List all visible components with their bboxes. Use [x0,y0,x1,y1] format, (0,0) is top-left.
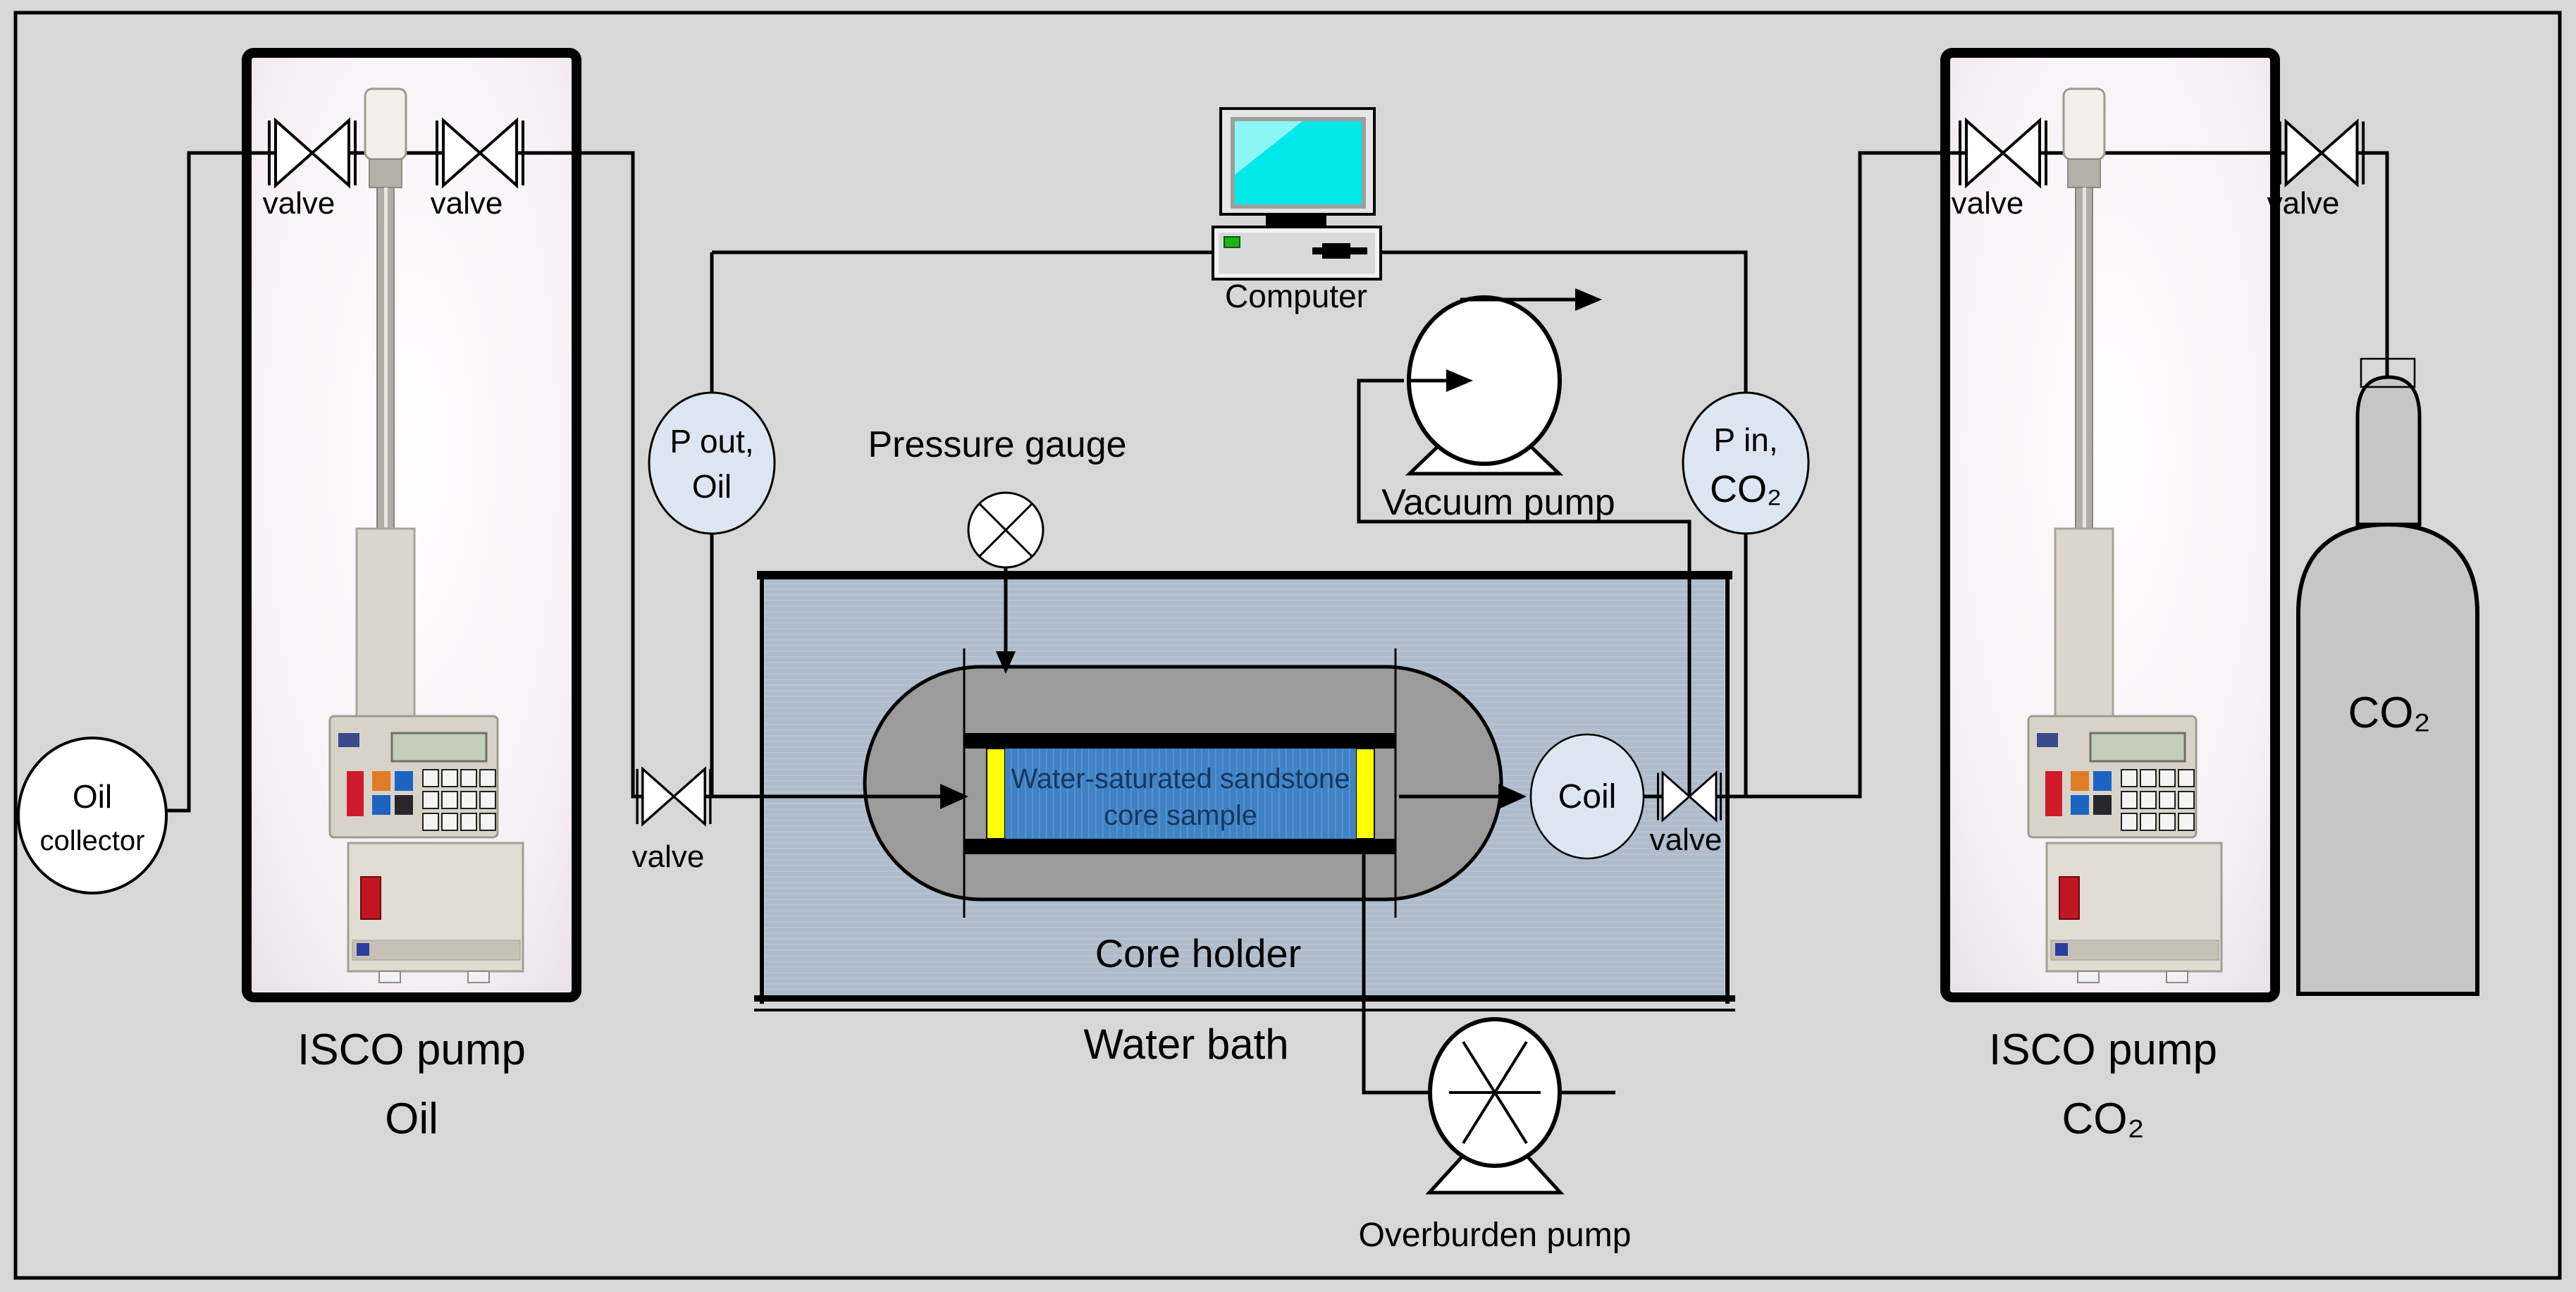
water-bath-top-edge [757,571,1732,579]
water-bath-left-edge [760,571,764,1004]
water-bath-bottom-edge [754,995,1735,1002]
screen-glare [1235,121,1302,175]
p-out-label-2: Oil [692,468,732,505]
pipe-computer-line [712,250,1748,395]
p-in-label-2: CO₂ [1710,468,1782,510]
isco-pump-oil-label-2: Oil [385,1095,438,1143]
isco-pump-co2-label-2: CO₂ [2062,1095,2144,1143]
pipe-vacuum-line [1357,379,1691,796]
p-in-co2-gauge [1682,391,1810,535]
coil-indicator [1529,733,1645,860]
valve-label: valve [632,839,705,874]
instruments: Oil collector Pressure gauge P out, Oil … [17,288,1810,1254]
drive-slot-handle [1322,243,1350,259]
flow-arrow-outlet [1498,784,1527,809]
core-sample-label-1: Water-saturated sandstone [1011,763,1350,794]
section-labels: Water bath Core holder ISCO pump Oil ISC… [297,931,2217,1143]
vacuum-pump-label: Vacuum pump [1381,482,1615,523]
co2-cylinder-valve-fitting [2360,357,2416,388]
power-led [1224,236,1240,248]
pipe-overburden-line [1362,846,1431,1095]
valve-label: valve [431,186,503,221]
pipe-co2-loop [1716,151,2389,799]
core-seal-left [986,748,1006,839]
p-out-label-1: P out, [670,423,753,460]
water-bath-label: Water bath [1083,1021,1288,1068]
valve-label: valve [1952,186,2024,221]
flow-arrow-inlet [940,784,968,809]
co2-cylinder-neck [2355,375,2422,527]
gauge-cross-2 [978,503,1033,558]
gauge-arrow [996,651,1016,674]
core-bottom-plate [964,839,1395,854]
co2-cylinder-label: CO₂ [2348,689,2430,737]
core-holder: Water-saturated sandstone core sample [863,648,1503,918]
core-sample-texture [1005,749,1356,839]
computer-label: Computer [1225,278,1367,314]
coil-label: Coil [1558,778,1617,816]
computer-icon: Computer [1212,107,1382,314]
pressure-gauge-label: Pressure gauge [868,424,1126,465]
valve-label: valve [2267,186,2340,221]
core-holder-label: Core holder [1095,931,1302,976]
oil-collector-label-1: Oil [73,778,112,815]
core-top-plate [964,733,1395,749]
valve-label: valve [1650,823,1723,857]
core-sample-label-2: core sample [1104,800,1257,831]
co2-cylinder-body [2296,522,2479,996]
vacuum-pump-icon [1405,288,1602,476]
outer-border [13,11,2562,1280]
overburden-pump-icon [1425,1017,1565,1195]
co2-cylinder: CO₂ [2296,357,2479,996]
isco-pump-oil-label-1: ISCO pump [297,1026,526,1074]
piping [164,151,2389,1095]
valves: valve valve valve valve valve valve [263,119,2365,874]
core-seal-right [1355,748,1375,839]
computer-monitor-stand [1266,214,1326,228]
overburden-pump-label: Overburden pump [1359,1217,1632,1254]
p-in-label-1: P in, [1713,422,1777,458]
oil-collector [17,737,168,894]
water-bath-bottom-edge-2 [754,1009,1735,1011]
pipe-oil-loop [164,151,646,813]
water-bath-right-edge [1725,571,1730,1004]
p-out-oil-gauge [648,391,776,535]
isco-pump-co2-label-1: ISCO pump [1989,1026,2217,1074]
oil-collector-label-2: collector [40,825,145,856]
valve-label: valve [263,186,335,221]
